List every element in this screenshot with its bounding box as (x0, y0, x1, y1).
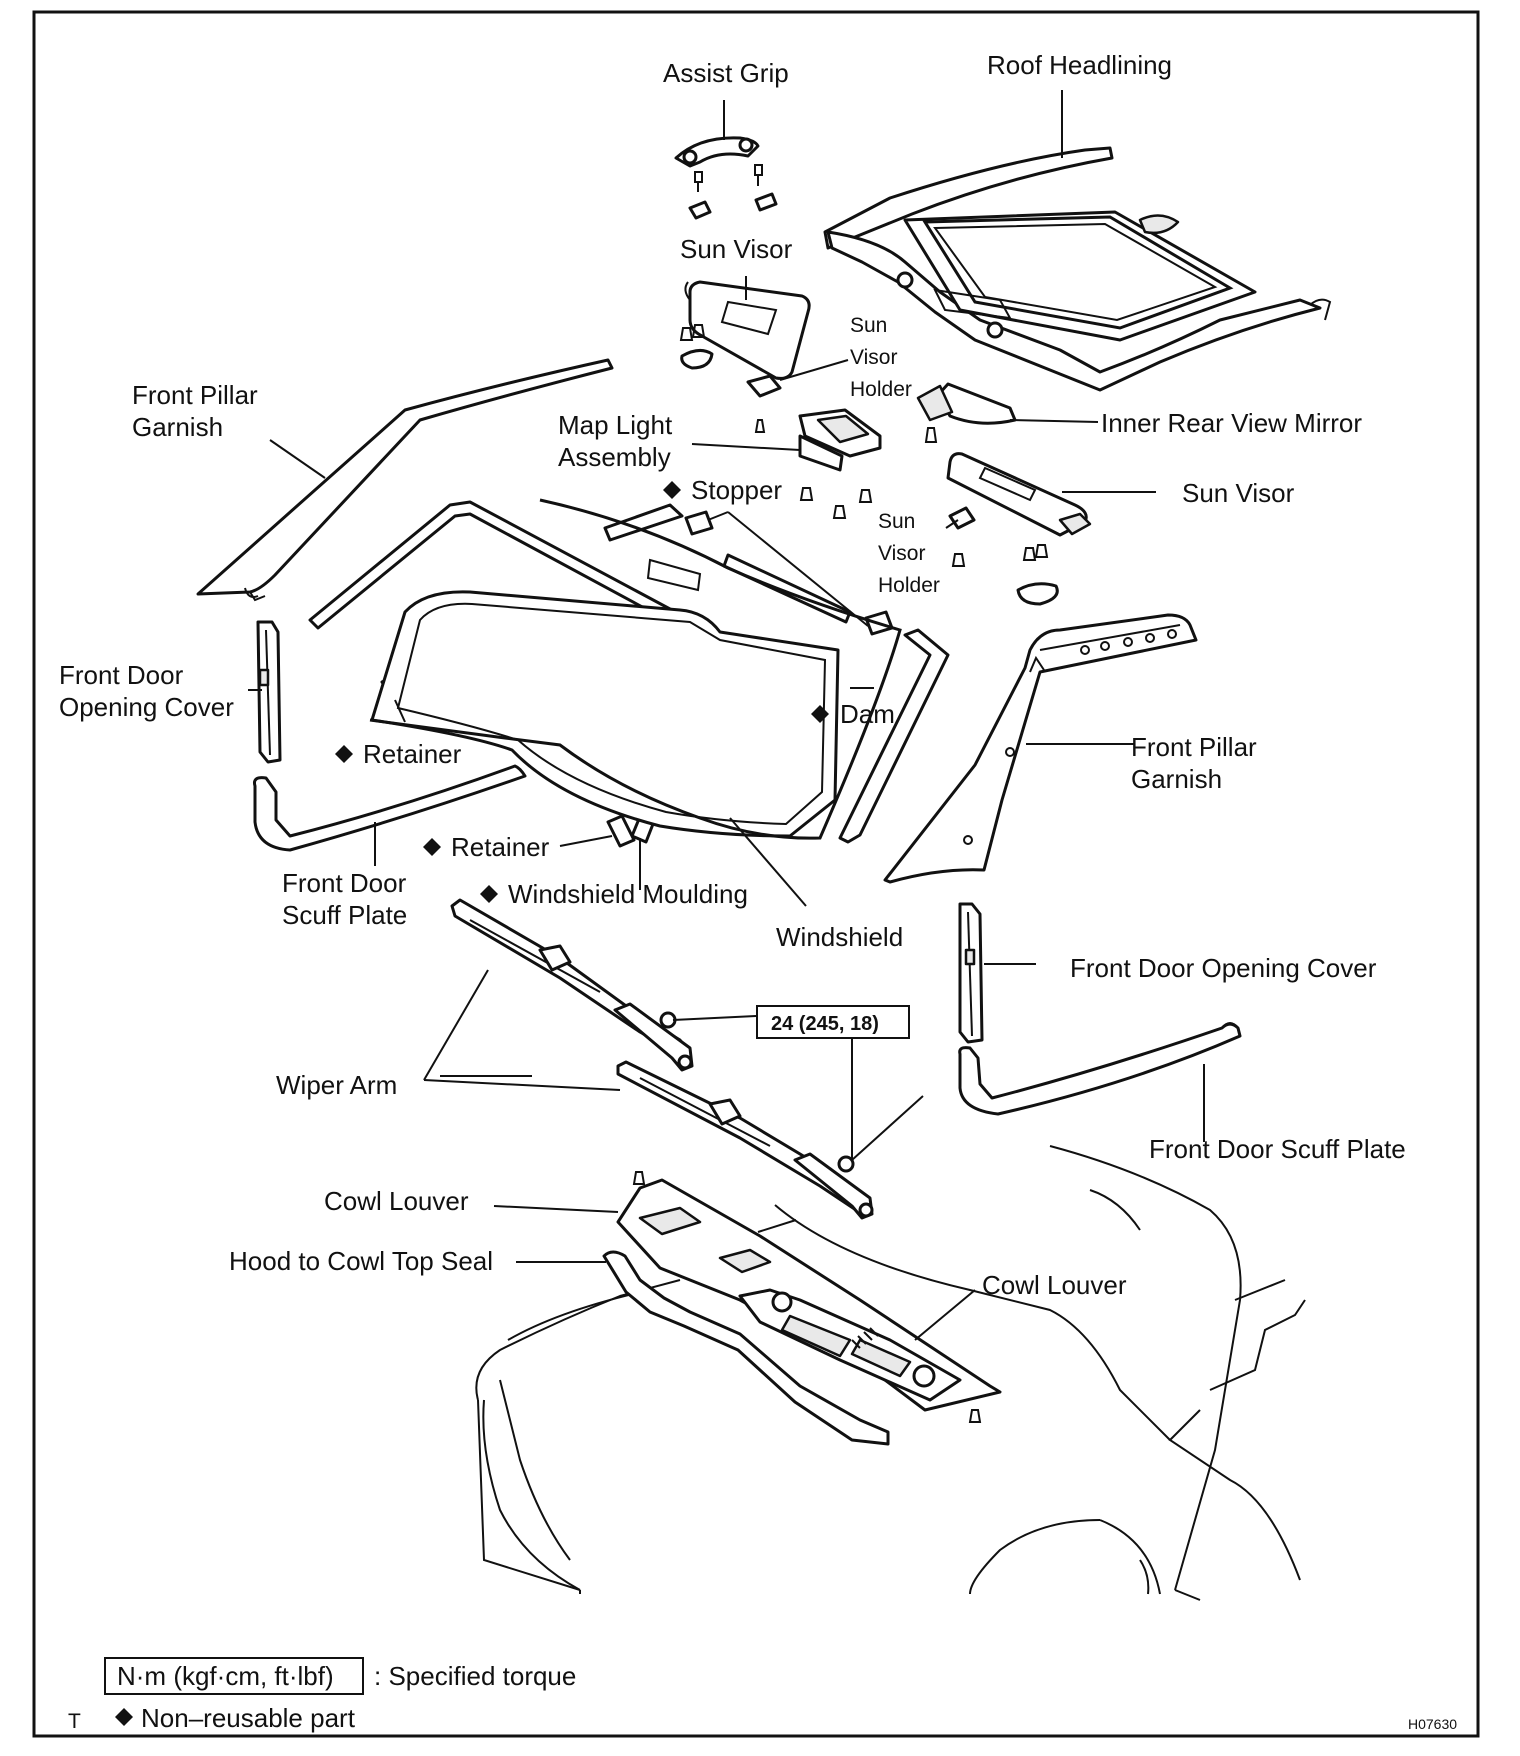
front-door-opening-cover-right-part (958, 902, 984, 1044)
map-light-assembly-label-line1: Map Light (558, 410, 673, 440)
assist-grip-label: Assist Grip (663, 58, 789, 88)
windshield-moulding-diamond-icon (480, 885, 498, 903)
cowl-louver-right-label: Cowl Louver (982, 1270, 1127, 1300)
sun-visor-holder-lower-label-line2: Visor (878, 542, 925, 565)
legend-prefix: T (68, 1710, 81, 1733)
legend-torque-box (104, 1657, 364, 1695)
assist-grip-part (674, 136, 778, 220)
inner-rear-view-mirror-label: Inner Rear View Mirror (1101, 408, 1362, 438)
front-door-opening-cover-left-label-line2: Opening Cover (59, 692, 234, 722)
sun-visor-right-part (799, 452, 1092, 606)
wiper-arm-label: Wiper Arm (276, 1070, 397, 1100)
roof-headlining-label: Roof Headlining (987, 50, 1172, 80)
sun-visor-holder-upper-label-line2: Visor (850, 346, 897, 369)
windshield-moulding-label: Windshield Moulding (508, 879, 748, 909)
front-door-scuff-plate-right-label: Front Door Scuff Plate (1149, 1134, 1406, 1164)
sun-visor-upper-part (679, 280, 811, 398)
sun-visor-holder-lower-label-line1: Sun (878, 510, 915, 533)
front-pillar-garnish-left-label-line2: Garnish (132, 412, 223, 442)
front-door-opening-cover-left-part (256, 620, 282, 764)
hood-to-cowl-top-seal-label: Hood to Cowl Top Seal (229, 1246, 493, 1276)
legend-nonreusable-text: Non–reusable part (141, 1703, 356, 1733)
retainer-lower-label: Retainer (451, 832, 550, 862)
retainer-lower-diamond-icon (423, 838, 441, 856)
front-pillar-garnish-right-label-line1: Front Pillar (1131, 732, 1257, 762)
windshield-part (369, 498, 902, 840)
cowl-louver-part (616, 1171, 1002, 1423)
legend-diamond-icon (115, 1708, 133, 1726)
cowl-louver-left-label: Cowl Louver (324, 1186, 469, 1216)
sun-visor-holder-upper-label-line3: Holder (850, 378, 912, 401)
sun-visor-holder-lower-label-line3: Holder (878, 574, 940, 597)
map-light-assembly-label-line2: Assembly (558, 442, 671, 472)
sun-visor-right-label: Sun Visor (1182, 478, 1295, 508)
wiper-arm-part (450, 898, 874, 1220)
front-door-opening-cover-left-label-line1: Front Door (59, 660, 184, 690)
diagram-frame (32, 10, 1480, 1738)
hood-body-part (475, 1145, 1306, 1601)
front-pillar-garnish-right-label-line2: Garnish (1131, 764, 1222, 794)
stopper-label: Stopper (691, 475, 782, 505)
map-light-assembly-part (754, 408, 882, 472)
stopper-part (684, 510, 894, 636)
front-pillar-garnish-right-part (883, 613, 1198, 884)
sun-visor-holder-upper-label-line1: Sun (850, 314, 887, 337)
front-door-scuff-plate-left-label-line1: Front Door (282, 868, 407, 898)
windshield-label: Windshield (776, 922, 903, 952)
front-door-scuff-plate-right-part (958, 1022, 1242, 1116)
leader-lines (248, 90, 1205, 1341)
front-pillar-garnish-left-part (196, 358, 614, 602)
dam-diamond-icon (811, 705, 829, 723)
legend-torque-unit: N·m (kgf·cm, ft·lbf) (117, 1661, 334, 1691)
figure-code: H07630 (1408, 1716, 1457, 1732)
hood-to-cowl-top-seal-part (602, 1250, 890, 1446)
sun-visor-upper-label: Sun Visor (680, 234, 793, 264)
front-pillar-garnish-left-label-line1: Front Pillar (132, 380, 258, 410)
torque-value: 24 (245, 18) (771, 1013, 879, 1035)
front-door-opening-cover-right-label: Front Door Opening Cover (1070, 953, 1377, 983)
stopper-diamond-icon (663, 481, 681, 499)
roof-headlining-part (823, 146, 1332, 392)
inner-rear-view-mirror-part (916, 382, 1017, 443)
torque-box (756, 1005, 910, 1039)
retainer-upper-diamond-icon (335, 745, 353, 763)
legend-torque-text: : Specified torque (374, 1661, 576, 1691)
dam-label: Dam (840, 699, 895, 729)
front-door-scuff-plate-left-part (253, 764, 527, 852)
retainer-upper-label: Retainer (363, 739, 462, 769)
front-door-scuff-plate-left-label-line2: Scuff Plate (282, 900, 407, 930)
